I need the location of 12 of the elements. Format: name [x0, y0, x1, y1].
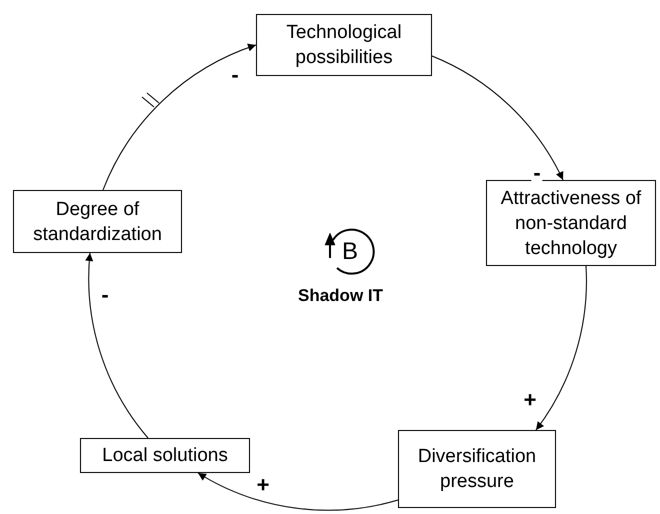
arrow	[86, 252, 148, 438]
loop-label: B	[342, 240, 358, 264]
arrow	[432, 56, 564, 180]
variable-box: Technological possibilities	[256, 14, 432, 76]
arrow	[536, 266, 587, 430]
arrow	[102, 44, 256, 190]
variable-box: Attractiveness of non-standard technology	[486, 180, 656, 266]
variable-box: Diversification pressure	[398, 430, 556, 508]
variable-box: Degree of standardization	[13, 190, 182, 253]
arrow	[198, 472, 398, 510]
loop-name: Shadow IT	[298, 287, 383, 304]
variable-box: Local solutions	[80, 438, 250, 473]
